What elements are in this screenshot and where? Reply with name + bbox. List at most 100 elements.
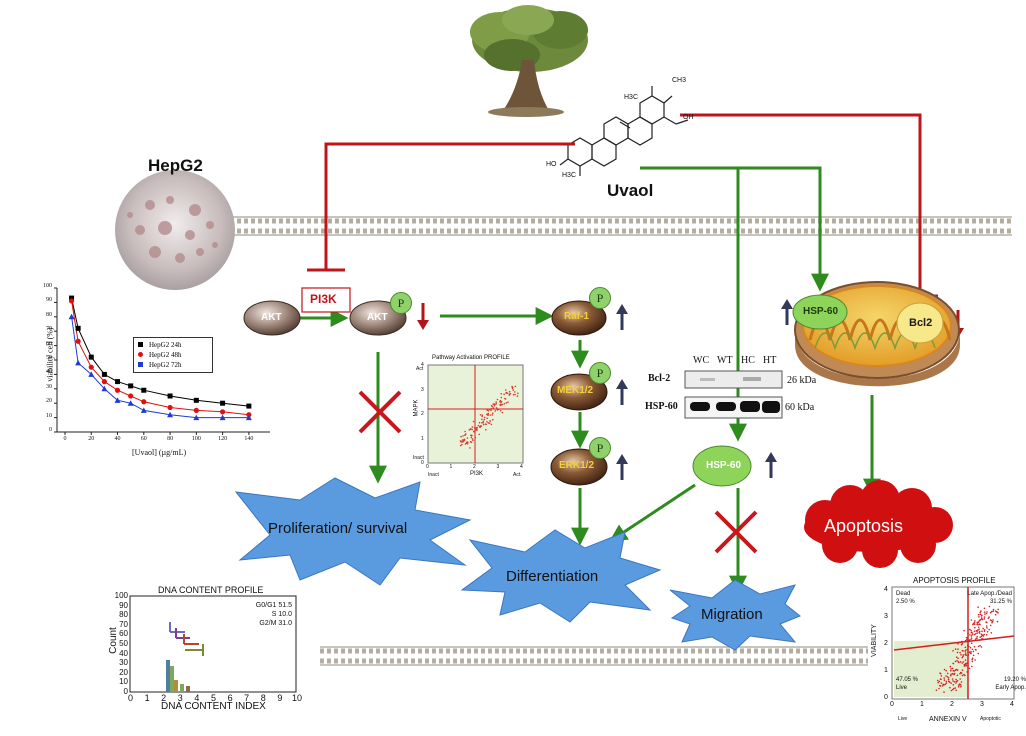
pathway-dot <box>503 402 506 405</box>
apoptosis-dot <box>966 639 968 641</box>
apoptosis-dot <box>974 626 976 629</box>
apoptosis-dot <box>980 646 983 648</box>
viability-point <box>68 298 75 304</box>
wb-row-hsp60: HSP-60 <box>645 401 678 412</box>
apoptosis-dot <box>957 657 959 660</box>
dna-chart-xlabel: DNA CONTENT INDEX <box>161 701 266 712</box>
apoptosis-dot <box>963 663 966 666</box>
apoptosis-dot <box>971 634 973 636</box>
pathway-dot <box>463 439 466 441</box>
apoptosis-dot <box>973 621 976 624</box>
structure-label-h3c-2: H3C <box>562 172 577 179</box>
dna-ytick-label: 90 <box>119 600 128 610</box>
apoptosis-dot <box>954 660 957 663</box>
apoptosis-dot <box>950 673 952 675</box>
dna-content-chart <box>129 595 297 693</box>
structure-label-oh: OH <box>683 114 694 121</box>
viability-xtick-label: 140 <box>244 436 254 442</box>
pathway-dot <box>471 426 474 428</box>
apoptosis-dot <box>935 689 938 691</box>
viability-ytick-label: 90 <box>46 297 52 304</box>
apoptosis-dot <box>971 648 974 651</box>
apoptosis-dot <box>963 665 966 667</box>
apoptosis-dot <box>961 669 964 671</box>
viability-point <box>101 385 108 392</box>
raf1-node <box>551 300 607 336</box>
pathway-dot <box>490 408 492 410</box>
apoptosis-dot <box>989 624 992 627</box>
pathway-dot <box>471 438 474 440</box>
apoptosis-dot <box>986 627 988 629</box>
structure-label-h3c: H3C <box>624 94 639 101</box>
pathway-ytick-label: 4 <box>421 362 424 368</box>
apoptosis-dot <box>976 637 978 639</box>
hsp60-mito-node <box>792 294 848 330</box>
apoptosis-dot <box>986 611 988 613</box>
wb-size-bcl2: 26 kDa <box>787 375 817 386</box>
apoptosis-dot <box>977 652 980 655</box>
pathway-dot <box>461 441 463 443</box>
apoptosis-dot <box>981 630 983 632</box>
apoptosis-dot <box>967 654 970 656</box>
viability-point <box>220 400 226 406</box>
apoptosis-dot <box>979 636 981 638</box>
apoptosis-dot <box>979 619 982 621</box>
apoptosis-dot <box>964 650 966 652</box>
apop-x-right: Apoptotic <box>980 716 1001 722</box>
differentiation-label: Differentiation <box>506 568 599 585</box>
dna-xtick-label: 1 <box>144 693 150 703</box>
mek12-label: MEK1/2 <box>557 385 594 396</box>
apoptosis-dot <box>988 637 991 640</box>
pathway-dot <box>487 412 490 415</box>
apoptosis-dot <box>963 629 965 632</box>
viability-point <box>101 379 107 385</box>
apoptosis-dot <box>970 635 973 637</box>
apoptosis-dot <box>971 657 974 659</box>
pathway-dot <box>501 411 504 414</box>
viability-ytick-label: 50 <box>46 355 52 361</box>
inhibition-arrows <box>307 113 938 298</box>
apoptosis-dot <box>947 677 950 679</box>
pathway-dot <box>512 394 515 396</box>
apoptosis-quadrant-value: Early Apop. <box>995 685 1026 691</box>
pathway-dot <box>478 433 481 436</box>
apoptosis-dot <box>951 678 954 680</box>
apoptosis-dot <box>946 672 949 675</box>
apoptosis-dot <box>986 621 988 624</box>
viability-point <box>193 414 200 421</box>
viability-point <box>88 371 95 377</box>
apoptosis-ytick-label: 3 <box>884 613 888 620</box>
apoptosis-dot <box>994 610 997 612</box>
pathway-dot <box>495 401 498 403</box>
apoptosis-dot <box>979 611 981 614</box>
apoptosis-dot <box>976 623 978 625</box>
apoptosis-dot <box>970 642 973 644</box>
apop-x-left: Live <box>898 716 908 722</box>
pathway-dot <box>481 421 483 424</box>
pathway-dot <box>514 393 516 396</box>
apoptosis-dot <box>960 654 962 656</box>
apoptosis-dot <box>973 646 976 648</box>
differentiation-burst <box>460 529 662 623</box>
apoptosis-dot <box>969 628 971 631</box>
cell-membrane-top <box>230 216 1012 236</box>
erk12-label: ERK1/2 <box>559 460 595 471</box>
apoptosis-dot <box>985 634 988 636</box>
apoptosis-dot <box>959 672 961 675</box>
pathway-dot <box>472 439 474 442</box>
pathway-dot <box>500 402 502 404</box>
apoptosis-quadrant-label: 19.20 % <box>1003 677 1026 683</box>
pathway-dot <box>465 442 468 445</box>
pathway-ytick-label: 3 <box>421 386 424 393</box>
pathway-ytick-label: 1 <box>421 435 424 442</box>
apoptosis-dot <box>997 612 999 614</box>
apoptosis-dot <box>964 659 967 661</box>
dna-ytick-label: 10 <box>119 677 128 687</box>
apoptosis-dot <box>966 637 968 639</box>
apoptosis-dot <box>946 676 949 678</box>
viability-legend-item: HepG2 24h <box>138 341 181 349</box>
dna-ytick-label: 50 <box>119 639 128 648</box>
apoptosis-dot <box>978 632 981 634</box>
raf1-label: Raf-1 <box>564 311 590 322</box>
apoptosis-dot <box>962 650 964 652</box>
